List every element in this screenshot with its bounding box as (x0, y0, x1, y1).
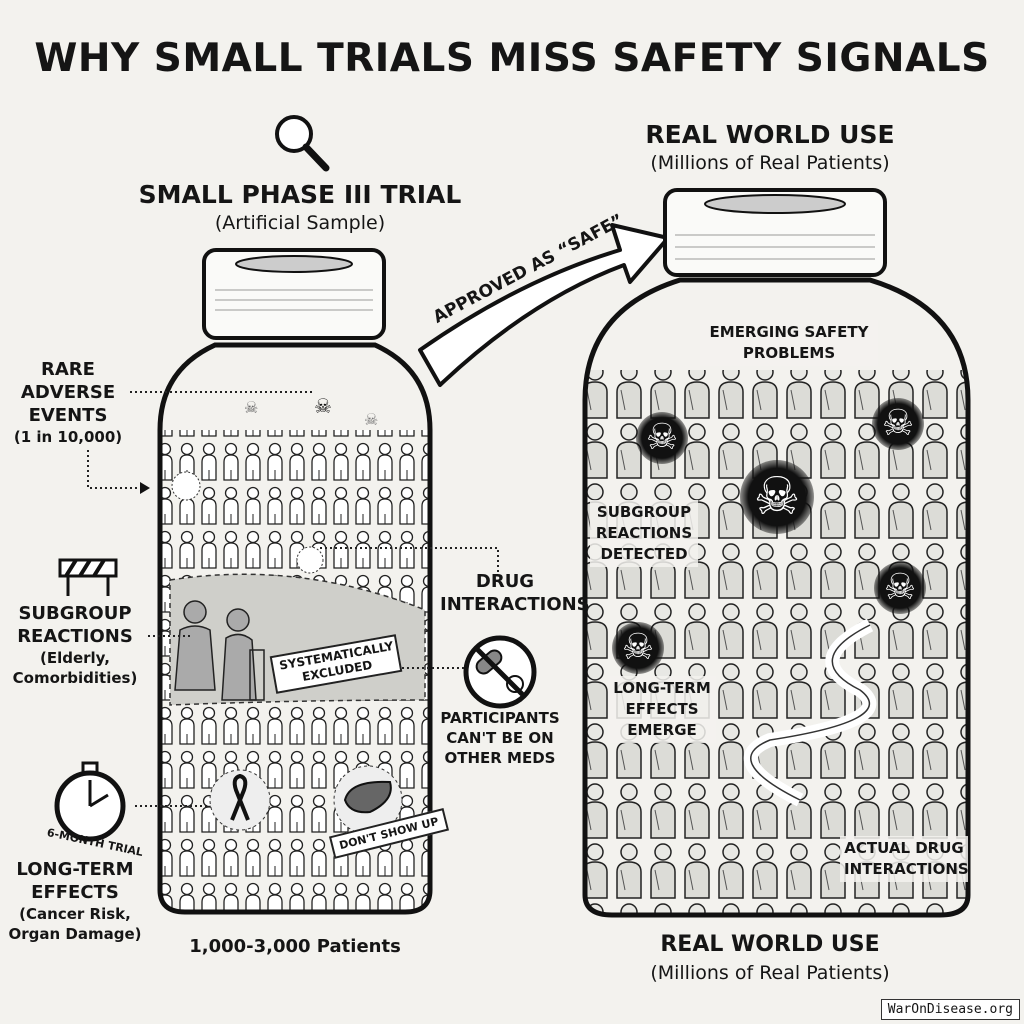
subgroup-detected-line-2: REACTIONS (595, 524, 693, 542)
rare-detail: (1 in 10,000) (13, 428, 123, 446)
participants-line-3: OTHER MEDS (444, 749, 556, 767)
skull-icon: ☠ (364, 410, 379, 429)
magnifier-icon (275, 115, 330, 172)
long-term-label: LONG-TERM (16, 859, 134, 880)
subgroup-detail-1: (Elderly, (39, 649, 110, 667)
patient-count: 1,000-3,000 Patients (189, 936, 401, 957)
page-title: WHY SMALL TRIALS MISS SAFETY SIGNALS (34, 36, 990, 81)
subgroup-callout: SUBGROUP REACTIONS (Elderly, Comorbiditi… (0, 602, 150, 688)
events-label: EVENTS (28, 405, 108, 426)
stopwatch-icon (54, 761, 126, 842)
barrier-icon (58, 558, 118, 596)
long-term-emerge-line-1: LONG-TERM (613, 679, 711, 697)
emerging-problems-label: EMERGING SAFETY PROBLEMS (700, 320, 878, 366)
subgroup-label: SUBGROUP (18, 603, 132, 624)
small-trial-heading: SMALL PHASE III TRIAL (138, 180, 462, 209)
drug-label: DRUG (475, 571, 535, 592)
real-world-subheading: (Millions of Real Patients) (650, 152, 890, 174)
participants-line-2: CAN'T BE ON (446, 729, 554, 747)
skull-icon: ☠ (874, 562, 926, 614)
effects-label: EFFECTS (31, 882, 119, 903)
small-trial-bottle (157, 248, 433, 915)
participants-line-1: PARTICIPANTS (440, 709, 560, 727)
subgroup-detected-line-1: SUBGROUP (596, 503, 692, 521)
long-term-emerge-line-3: EMERGE (627, 721, 697, 739)
actual-interactions-line-2: INTERACTIONS (844, 860, 969, 878)
participants-note: PARTICIPANTS CAN'T BE ON OTHER MEDS (435, 708, 565, 768)
rare-events-callout: RARE ADVERSE EVENTS (1 in 10,000) (8, 358, 128, 447)
long-term-callout: LONG-TERM EFFECTS (Cancer Risk, Organ Da… (0, 858, 150, 944)
skull-icon: ☠ (244, 398, 259, 417)
callout-leaders (87, 391, 499, 807)
skull-icon: ☠ (740, 460, 814, 534)
subgroup-detected-line-3: DETECTED (600, 545, 688, 563)
real-world-footer-heading: REAL WORLD USE (660, 932, 880, 957)
real-world-footer-sub: (Millions of Real Patients) (650, 962, 890, 984)
small-trial-subheading: (Artificial Sample) (214, 212, 386, 234)
skull-icon: ☠ (612, 622, 664, 674)
emerging-line-2: PROBLEMS (742, 344, 836, 362)
skull-icon: ☠ (872, 398, 924, 450)
elderly-figures-icon (174, 600, 265, 701)
emerging-line-1: EMERGING SAFETY (709, 323, 869, 341)
adverse-label: ADVERSE (20, 382, 116, 403)
reactions-label: REACTIONS (17, 626, 133, 647)
long-term-emerge-label: LONG-TERM EFFECTS EMERGE (608, 676, 716, 743)
actual-interactions-line-1: ACTUAL DRUG (844, 839, 964, 857)
skull-icon: ☠ (636, 412, 688, 464)
long-term-detail-2: Organ Damage) (8, 925, 142, 943)
real-world-heading: REAL WORLD USE (645, 120, 895, 149)
interactions-label: INTERACTIONS (440, 594, 590, 615)
rare-label: RARE (41, 359, 95, 380)
long-term-emerge-line-2: EFFECTS (625, 700, 699, 718)
no-pills-icon (463, 635, 537, 709)
watermark: WarOnDisease.org (880, 999, 1020, 1020)
subgroup-detected-label: SUBGROUP REACTIONS DETECTED (590, 500, 698, 567)
long-term-detail-1: (Cancer Risk, (19, 905, 131, 923)
actual-interactions-label: ACTUAL DRUG INTERACTIONS (840, 836, 969, 882)
subgroup-detail-2: Comorbidities) (12, 669, 138, 687)
drug-interactions-callout: DRUG INTERACTIONS (440, 570, 590, 616)
skull-icon: ☠ (314, 394, 332, 418)
